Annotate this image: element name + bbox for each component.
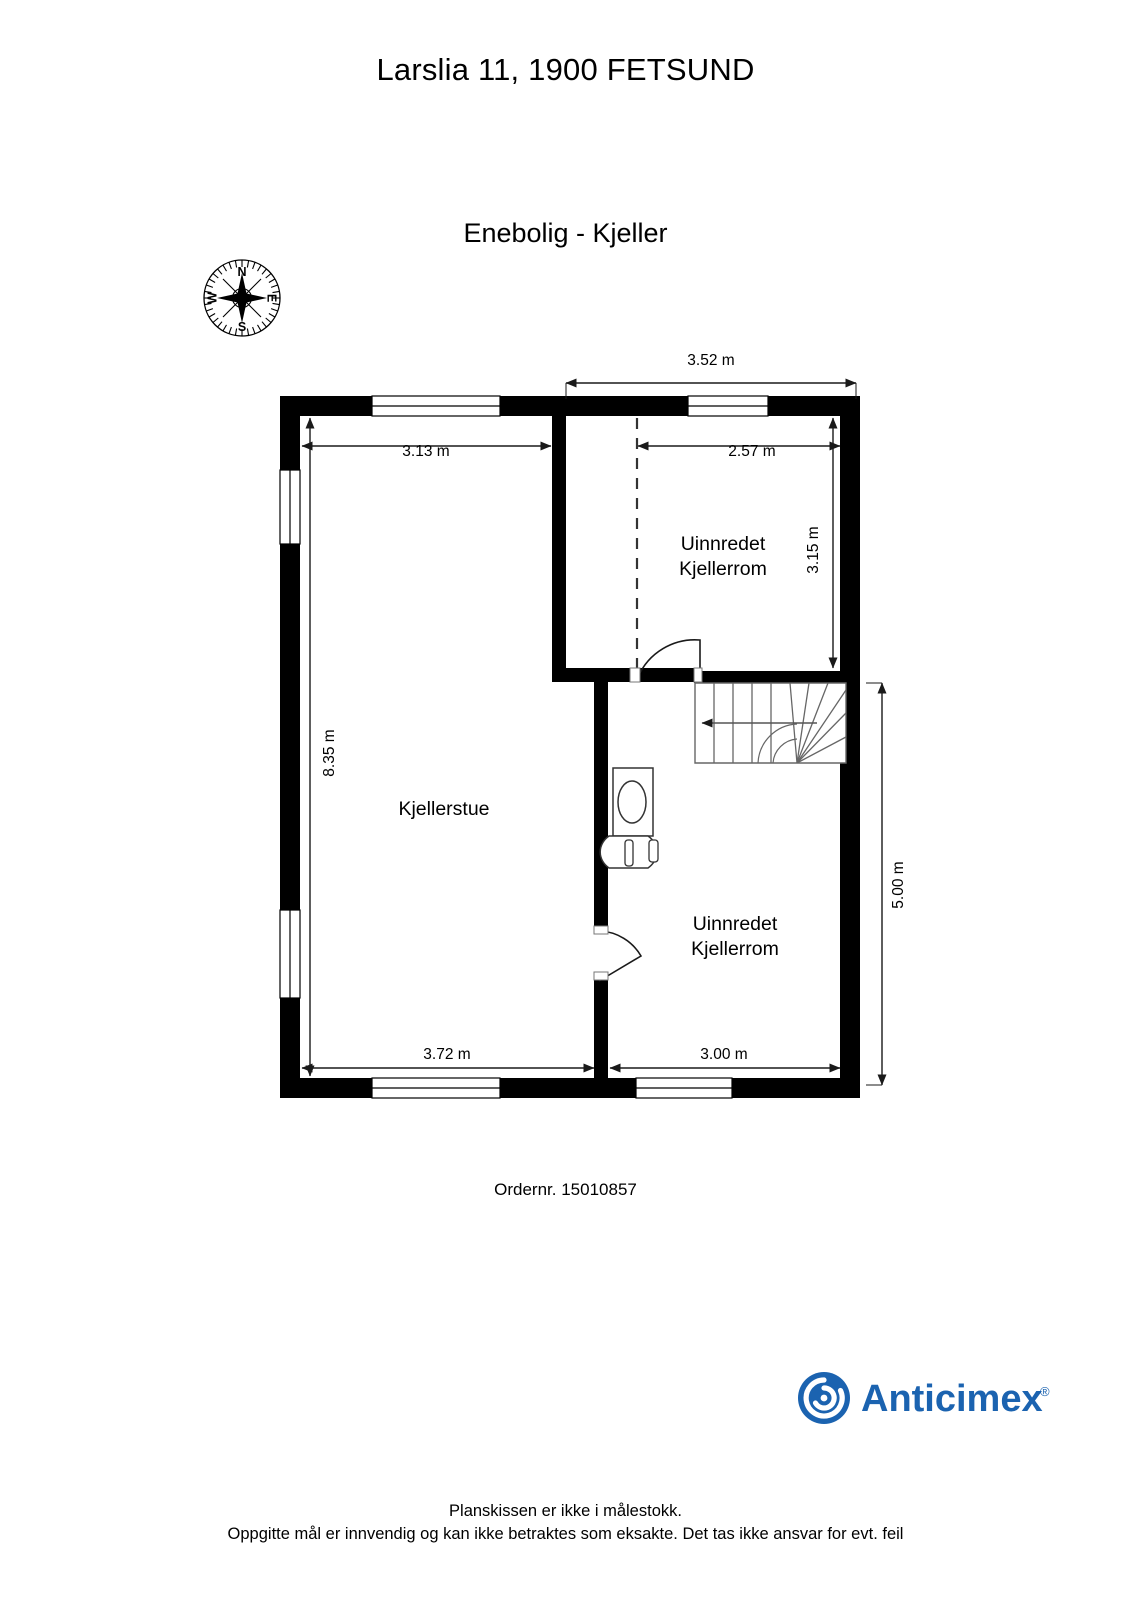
dimension-label-8-35: 8.35 m	[321, 729, 338, 776]
registered-trademark-icon: ®	[1040, 1384, 1050, 1399]
toilet-fixture	[599, 835, 659, 869]
toilet-cistern-icon	[648, 839, 659, 863]
window-bottom-left	[371, 1077, 501, 1099]
dimension-label-3-13: 3.13 m	[402, 443, 449, 460]
compass-label-south: S	[238, 320, 246, 334]
compass-tick-marks	[204, 260, 280, 336]
dimension-annotations: 3.52 m 3.13 m 2.57 m 3.15 m 8.35 m	[301, 352, 907, 1086]
door-jamb-north	[629, 667, 641, 683]
anticimex-wordmark: Anticimex	[861, 1378, 1043, 1420]
dimension-interior-top-left: 3.13 m	[301, 441, 552, 460]
dimension-interior-bottom-right: 3.00 m	[609, 1046, 841, 1073]
sink-bowl-icon	[617, 780, 647, 824]
disclaimer-line-1: Planskissen er ikke i målestokk.	[449, 1502, 682, 1520]
dimension-label-3-00: 3.00 m	[700, 1046, 747, 1063]
room-labels: Kjellerstue Uinnredet Kjellerrom Uinnred…	[398, 533, 778, 960]
compass-label-east: E	[265, 294, 279, 302]
wall-interior-horizontal	[552, 668, 700, 682]
dimension-interior-left: 8.35 m	[305, 417, 338, 1077]
door-jamb-north-2	[693, 667, 703, 683]
dimension-interior-right-upper: 3.15 m	[805, 417, 838, 669]
dimension-label-3-15: 3.15 m	[805, 526, 822, 573]
window-top-left	[371, 395, 501, 417]
dimension-label-5-00: 5.00 m	[890, 861, 907, 908]
wall-right	[840, 396, 860, 1098]
window-bottom-right	[635, 1077, 733, 1099]
room-label-kjellerstue: Kjellerstue	[398, 798, 489, 820]
bathroom-fixtures	[599, 767, 659, 869]
wall-stair-header	[694, 671, 846, 683]
floorplan-drawing: Kjellerstue Uinnredet Kjellerrom Uinnred…	[279, 352, 907, 1099]
wall-top	[280, 396, 860, 416]
order-number: Ordernr. 15010857	[494, 1180, 637, 1199]
compass-label-north: N	[237, 265, 246, 279]
stair-winder-arc-outer	[757, 723, 798, 764]
wall-interior-vertical-upper	[552, 410, 566, 682]
anticimex-swirl-icon	[798, 1372, 850, 1424]
door-jamb-south	[593, 925, 609, 935]
dimension-label-3-52: 3.52 m	[687, 352, 734, 369]
wall-interior-vertical-lower	[594, 978, 608, 1084]
sink-fixture	[612, 767, 654, 837]
dimension-outer-top-right: 3.52 m	[565, 352, 857, 399]
wall-bottom	[280, 1078, 860, 1098]
plan-subtitle: Enebolig - Kjeller	[463, 218, 668, 248]
window-top-right	[687, 395, 769, 417]
room-label-uinnredet-nord-line2: Kjellerrom	[679, 558, 767, 580]
compass-label-west: W	[206, 292, 220, 304]
room-label-uinnredet-sor-line1: Uinnredet	[693, 913, 778, 935]
anticimex-logo: Anticimex ®	[798, 1372, 1050, 1424]
toilet-seat-icon	[624, 839, 634, 867]
windows	[279, 395, 769, 1099]
dimension-interior-top-right: 2.57 m	[637, 441, 841, 460]
page-title: Larslia 11, 1900 FETSUND	[376, 52, 755, 87]
wall-interior-vertical-middle	[594, 672, 608, 930]
door-jamb-south-2	[593, 971, 609, 981]
compass-cardinal-points	[217, 273, 267, 323]
window-left-lower	[279, 909, 301, 999]
room-label-uinnredet-sor-line2: Kjellerrom	[691, 938, 779, 960]
window-left-upper	[279, 469, 301, 545]
compass-rose: N S E W	[203, 259, 281, 337]
compass-inner-circles	[231, 287, 253, 309]
room-label-uinnredet-nord-line1: Uinnredet	[681, 533, 766, 555]
dimension-label-2-57: 2.57 m	[728, 443, 775, 460]
dimension-label-3-72: 3.72 m	[423, 1046, 470, 1063]
dimension-interior-bottom-left: 3.72 m	[301, 1046, 595, 1073]
staircase	[694, 682, 847, 764]
dimension-outer-right-lower: 5.00 m	[866, 682, 907, 1086]
stair-winder-arc-inner	[772, 738, 798, 764]
disclaimer-line-2: Oppgitte mål er innvendig og kan ikke be…	[227, 1525, 904, 1543]
door-north-kjellerrom	[637, 638, 701, 678]
disclaimer: Planskissen er ikke i målestokk. Oppgitt…	[0, 1500, 1131, 1546]
